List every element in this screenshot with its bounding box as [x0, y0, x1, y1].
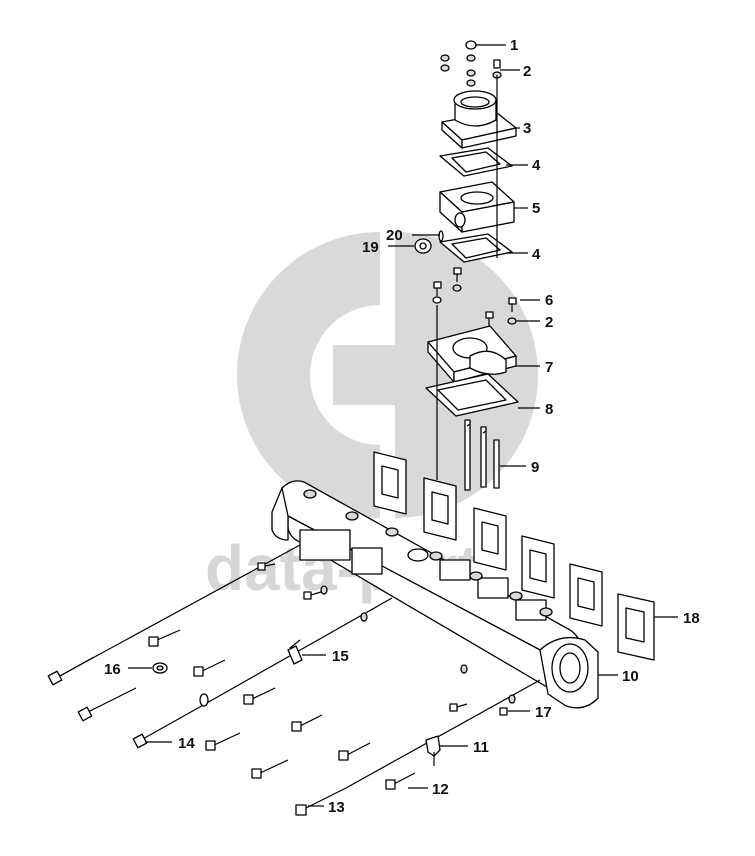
- outlet-housing: [427, 325, 517, 383]
- callout-2-top: 2: [523, 63, 531, 80]
- bolt-short-c: [243, 687, 276, 705]
- bracket-11: [425, 735, 441, 766]
- callout-14: 14: [178, 735, 195, 752]
- bolt-short-d: [205, 732, 241, 751]
- callout-2-mid: 2: [545, 314, 553, 331]
- callout-5: 5: [532, 200, 540, 217]
- callout-15: 15: [332, 648, 349, 665]
- callout-6: 6: [545, 292, 553, 309]
- manifold-ports: [439, 559, 547, 621]
- callout-19: 19: [362, 239, 379, 256]
- callout-1: 1: [510, 37, 518, 54]
- gasket-lower: [425, 373, 519, 417]
- bolt-14b: [132, 597, 393, 749]
- washer-16: [152, 662, 168, 674]
- callouts: 1 2 3 4 5 20 19 4 6 2 7 8 9 18 10 15 16 …: [104, 37, 700, 816]
- callout-20: 20: [386, 227, 403, 244]
- bolt-13: [295, 679, 541, 816]
- top-nuts: [440, 40, 502, 87]
- callout-17: 17: [535, 704, 552, 721]
- manifold-gaskets: [373, 451, 655, 661]
- leader-lines: [128, 44, 678, 807]
- exhaust-manifold: [271, 480, 599, 709]
- bolt-short-a: [148, 629, 181, 647]
- callout-7: 7: [545, 359, 553, 376]
- gasket-middle: [439, 233, 513, 263]
- bolt-short-f: [251, 759, 289, 779]
- bolt-short-g: [338, 742, 371, 761]
- callout-16: 16: [104, 661, 121, 678]
- flange-adapter: [439, 181, 515, 233]
- callout-10: 10: [622, 668, 639, 685]
- mid-bolts: [432, 267, 517, 326]
- callout-4-upper: 4: [532, 157, 541, 174]
- callout-9: 9: [531, 459, 539, 476]
- exhaust-elbow: [441, 90, 517, 149]
- callout-4-lower: 4: [532, 246, 541, 263]
- studs: [436, 305, 500, 491]
- plug-and-seal: [414, 230, 444, 254]
- gasket-upper: [439, 147, 513, 177]
- bolt-short-b: [193, 659, 226, 677]
- callout-11: 11: [473, 739, 489, 756]
- callout-18: 18: [683, 610, 700, 627]
- bolt-14a: [77, 687, 137, 722]
- clip-15: [287, 639, 303, 665]
- callout-13: 13: [328, 799, 345, 816]
- bolt-12: [385, 772, 416, 790]
- callout-8: 8: [545, 401, 553, 418]
- callout-3: 3: [523, 120, 531, 137]
- callout-12: 12: [432, 781, 449, 798]
- manifold-bosses: [303, 489, 553, 617]
- small-bolts: [257, 562, 516, 716]
- bolt-short-e: [291, 714, 323, 732]
